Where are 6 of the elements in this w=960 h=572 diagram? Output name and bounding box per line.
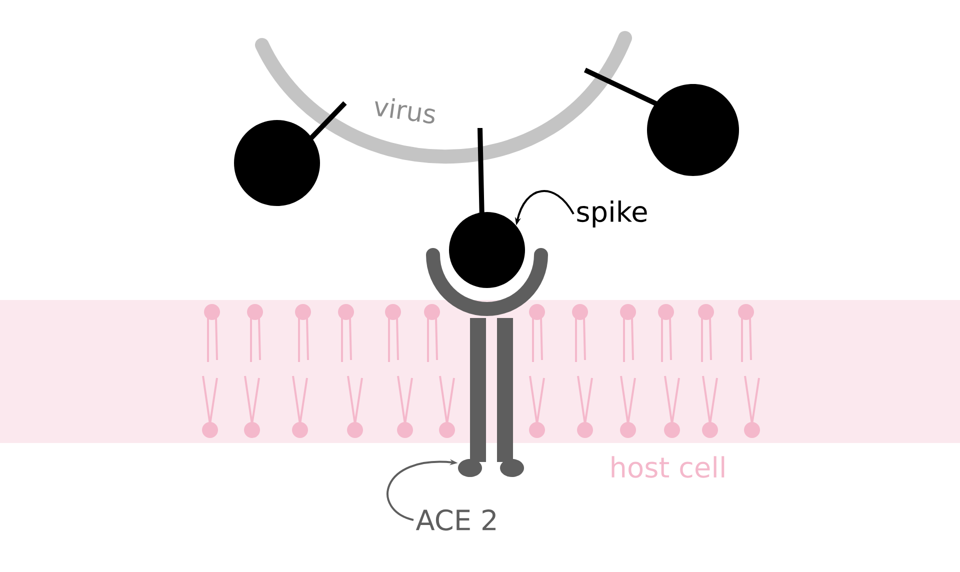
- spike-ball: [449, 212, 525, 288]
- ace2-receptor-drawing: [426, 248, 548, 477]
- host-cell-label: host cell: [612, 456, 724, 478]
- spike-label: spike: [577, 200, 647, 228]
- virus-label: virus: [375, 98, 435, 124]
- ace2-label: ACE 2: [416, 509, 496, 531]
